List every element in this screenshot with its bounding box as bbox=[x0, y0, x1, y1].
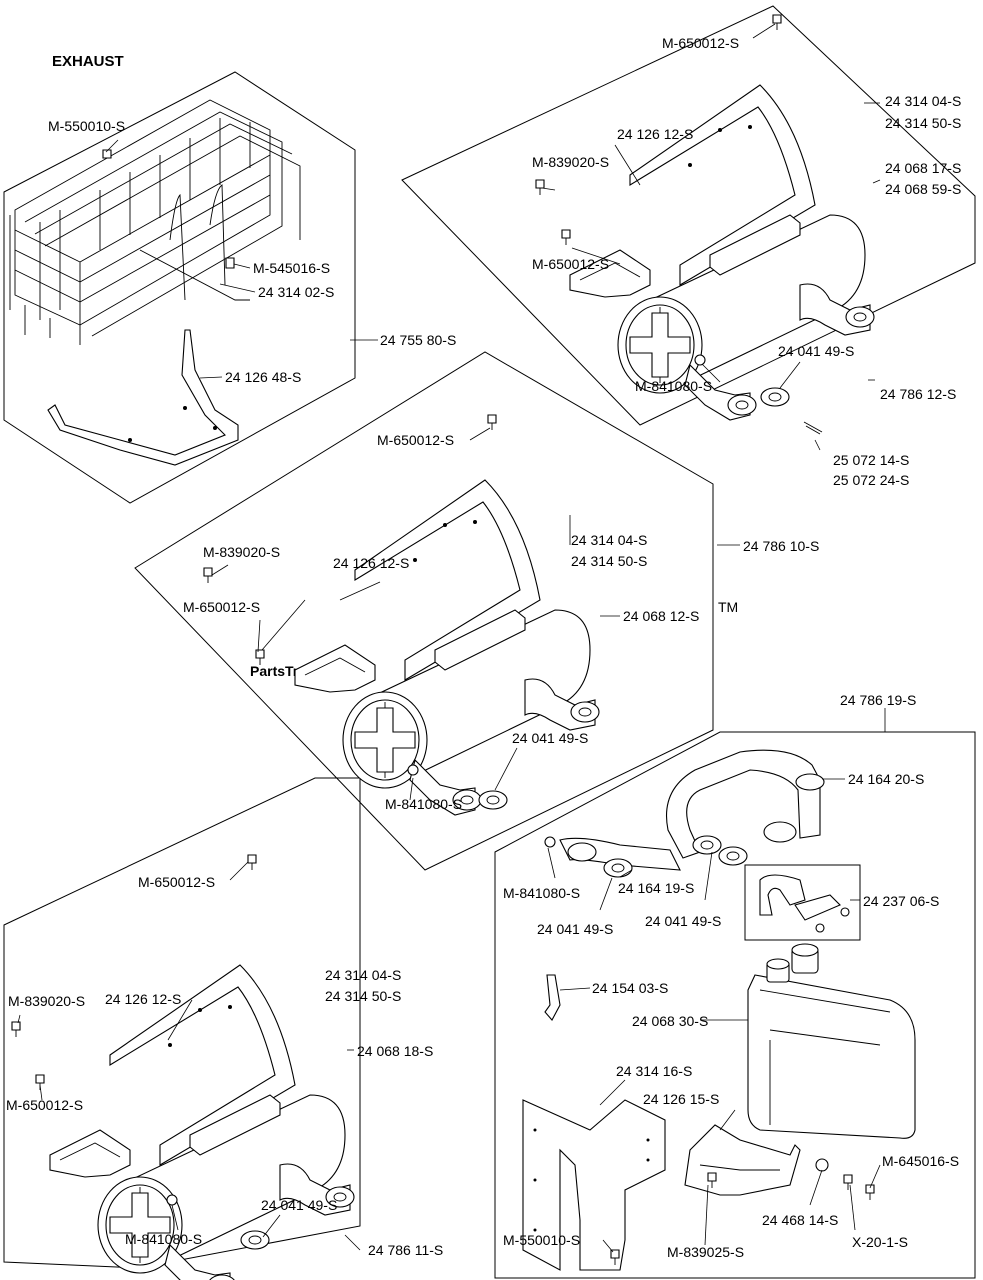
part-label-bl-nut: M-841080-S bbox=[125, 1231, 202, 1247]
part-label-mc-bracket: 24 126 12-S bbox=[333, 555, 409, 571]
part-label-br-hanger: 24 154 03-S bbox=[592, 980, 668, 996]
part-label-bl-shield-a: 24 314 04-S bbox=[325, 967, 401, 983]
part-label-tr-muffler-b: 24 068 59-S bbox=[885, 181, 961, 197]
part-label-tr-muffler-a: 24 068 17-S bbox=[885, 160, 961, 176]
part-label-bl-screw: M-839020-S bbox=[8, 993, 85, 1009]
part-label-mc-gasket: 24 041 49-S bbox=[512, 730, 588, 746]
nut-icon bbox=[166, 1194, 178, 1206]
panel-vertical-muffler bbox=[494, 731, 976, 1279]
part-label-grid-bracket: 24 126 48-S bbox=[225, 369, 301, 385]
part-label-grid-rod: 24 314 02-S bbox=[258, 284, 334, 300]
part-label-tr-bracket: 24 126 12-S bbox=[617, 126, 693, 142]
bolt-icon bbox=[247, 854, 257, 871]
part-label-br-screw-low: M-839025-S bbox=[667, 1244, 744, 1260]
nut-icon bbox=[407, 764, 419, 776]
part-label-br-pipe: 24 164 19-S bbox=[618, 880, 694, 896]
panel-muffler-top-right bbox=[401, 5, 976, 426]
bolt-icon bbox=[487, 414, 497, 431]
part-label-br-gasket-left: 24 041 49-S bbox=[537, 921, 613, 937]
part-label-mc-asm: 24 786 10-S bbox=[743, 538, 819, 554]
part-label-tr-nut: M-841080-S bbox=[635, 378, 712, 394]
part-label-tr-bolt-top: M-650012-S bbox=[662, 35, 739, 51]
grid-guard-drawing bbox=[9, 99, 301, 466]
panel-muffler-center bbox=[134, 351, 714, 871]
part-label-mc-muffler: 24 068 12-S bbox=[623, 608, 699, 624]
part-label-mc-shield-b: 24 314 50-S bbox=[571, 553, 647, 569]
gasket-icon bbox=[478, 790, 508, 810]
part-label-mc-bolt-top: M-650012-S bbox=[377, 432, 454, 448]
part-label-tr-shield-b: 24 314 50-S bbox=[885, 115, 961, 131]
part-label-br-pipe-top: 24 164 20-S bbox=[848, 771, 924, 787]
part-label-bl-bracket: 24 126 12-S bbox=[105, 991, 181, 1007]
diagram-title: EXHAUST bbox=[52, 53, 124, 70]
part-label-bl-gasket: 24 041 49-S bbox=[261, 1197, 337, 1213]
part-label-tr-stud-b: 25 072 24-S bbox=[833, 472, 909, 488]
part-label-grid-bolt: M-550010-S bbox=[48, 118, 125, 134]
part-label-mc-nut: M-841080-S bbox=[385, 796, 462, 812]
part-label-mc-bolt-mid: M-650012-S bbox=[183, 599, 260, 615]
part-label-bl-bolt-top: M-650012-S bbox=[138, 874, 215, 890]
vertical-muffler-drawing bbox=[522, 749, 916, 1271]
part-label-br-screw: M-645016-S bbox=[882, 1153, 959, 1169]
part-label-grid-asm: 24 755 80-S bbox=[380, 332, 456, 348]
part-label-tr-bolt-mid: M-650012-S bbox=[532, 256, 609, 272]
leader-lines bbox=[17, 23, 886, 1253]
part-label-bl-bolt-mid: M-650012-S bbox=[6, 1097, 83, 1113]
gasket-icon bbox=[240, 1230, 270, 1250]
part-labels: M-550010-S M-545016-S 24 314 02-S 24 755… bbox=[6, 35, 961, 1260]
gasket-icon bbox=[760, 387, 790, 407]
part-label-br-muffler: 24 068 30-S bbox=[632, 1013, 708, 1029]
part-label-mc-screw: M-839020-S bbox=[203, 544, 280, 560]
part-label-br-bracket: 24 126 15-S bbox=[643, 1091, 719, 1107]
panel-muffler-bottom-left bbox=[3, 777, 361, 1269]
part-label-tr-stud-a: 25 072 14-S bbox=[833, 452, 909, 468]
muffler-center-drawing bbox=[294, 479, 600, 816]
bolt-icon bbox=[772, 14, 782, 31]
bolt-icon bbox=[561, 229, 571, 246]
nut-icon bbox=[694, 354, 706, 366]
part-label-br-bolt-low: M-550010-S bbox=[503, 1232, 580, 1248]
part-label-br-asm: 24 786 19-S bbox=[840, 692, 916, 708]
part-label-br-xfast: X-20-1-S bbox=[852, 1234, 908, 1250]
part-label-bl-shield-b: 24 314 50-S bbox=[325, 988, 401, 1004]
part-label-bl-asm: 24 786 11-S bbox=[368, 1242, 443, 1258]
part-label-br-nut: M-841080-S bbox=[503, 885, 580, 901]
part-label-tr-asm: 24 786 12-S bbox=[880, 386, 956, 402]
muffler-top-right-drawing bbox=[569, 84, 875, 421]
panel-grid-guard bbox=[3, 71, 356, 504]
panel-clamp-detail bbox=[744, 864, 861, 941]
part-label-tr-gasket: 24 041 49-S bbox=[778, 343, 854, 359]
part-label-bl-muffler: 24 068 18-S bbox=[357, 1043, 433, 1059]
part-label-br-gasket-right: 24 041 49-S bbox=[645, 913, 721, 929]
part-label-br-shield: 24 314 16-S bbox=[616, 1063, 692, 1079]
part-label-mc-shield-a: 24 314 04-S bbox=[571, 532, 647, 548]
bolt-icon bbox=[535, 179, 545, 196]
part-label-tr-screw: M-839020-S bbox=[532, 154, 609, 170]
bolt-icon bbox=[203, 567, 213, 584]
part-label-br-washer: 24 468 14-S bbox=[762, 1212, 838, 1228]
part-label-br-clamp: 24 237 06-S bbox=[863, 893, 939, 909]
part-label-grid-screw: M-545016-S bbox=[253, 260, 330, 276]
watermark-tm: TM bbox=[718, 599, 738, 615]
part-label-tr-shield-a: 24 314 04-S bbox=[885, 93, 961, 109]
stud-icon bbox=[803, 421, 823, 435]
bolt-icon bbox=[11, 1021, 21, 1038]
